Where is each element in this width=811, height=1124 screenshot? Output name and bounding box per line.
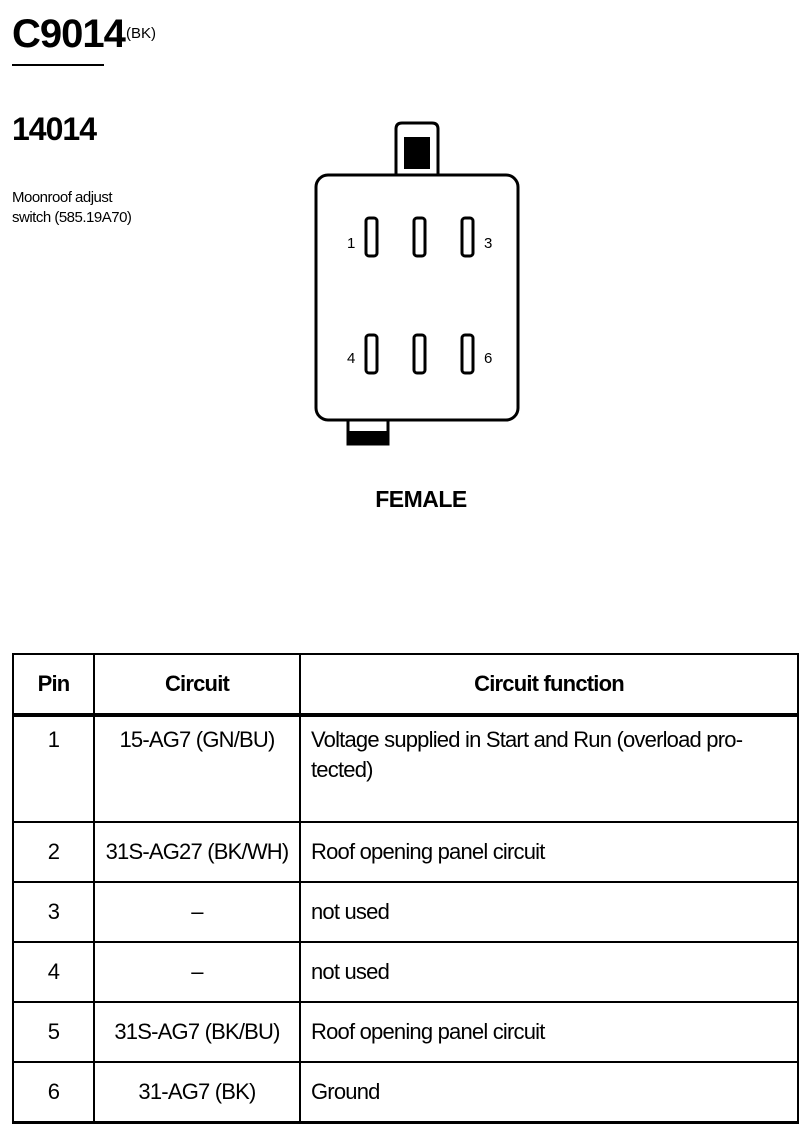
connector-gender: FEMALE: [375, 486, 467, 512]
circuit-code: –: [93, 941, 301, 1003]
connector-description: Moonroof adjust switch (585.19A70): [12, 188, 132, 228]
circuit-code: 31S-AG7 (BK/BU): [93, 1001, 301, 1063]
header-circuit: Circuit: [93, 653, 301, 717]
circuit-function: Ground: [299, 1061, 799, 1124]
circuit-function-line-2: tected): [311, 757, 373, 782]
table-row: 1 15-AG7 (GN/BU) Voltage supplied in Sta…: [12, 714, 799, 823]
pin-label-4: 4: [347, 350, 355, 367]
pin-number: 5: [12, 1001, 95, 1063]
circuit-code: 15-AG7 (GN/BU): [93, 714, 301, 823]
description-line-2: switch (585.19A70): [12, 209, 132, 226]
table-header-row: Pin Circuit Circuit function: [12, 653, 799, 717]
terminal-cavity-2: [412, 216, 427, 258]
pin-number: 2: [12, 821, 95, 883]
circuit-code: 31-AG7 (BK): [93, 1061, 301, 1124]
table-row: 6 31-AG7 (BK) Ground: [12, 1061, 799, 1124]
terminal-cavity-5: [412, 333, 427, 375]
circuit-function: not used: [299, 941, 799, 1003]
pin-label-6: 6: [484, 350, 492, 367]
header-pin: Pin: [12, 653, 95, 717]
table-row: 4 – not used: [12, 941, 799, 1003]
terminal-cavity-6: [460, 333, 475, 375]
pin-number: 4: [12, 941, 95, 1003]
pin-number: 6: [12, 1061, 95, 1124]
circuit-code: –: [93, 881, 301, 943]
table-row: 2 31S-AG27 (BK/WH) Roof opening panel ci…: [12, 821, 799, 883]
circuit-function: Voltage supplied in Start and Run (overl…: [299, 714, 799, 823]
connector-id: C9014: [12, 12, 126, 56]
circuit-function: Roof opening panel circuit: [299, 1001, 799, 1063]
locking-tab-latch: [404, 137, 430, 169]
table-row: 3 – not used: [12, 881, 799, 943]
circuit-code: 31S-AG27 (BK/WH): [93, 821, 301, 883]
terminal-cavity-3: [460, 216, 475, 258]
pin-number: 1: [12, 714, 95, 823]
circuit-function-line-1: Voltage supplied in Start and Run (overl…: [311, 727, 743, 752]
terminal-cavity-4: [364, 333, 379, 375]
circuit-function: not used: [299, 881, 799, 943]
connector-color: (BK): [126, 25, 156, 42]
connector-id-underline: [12, 64, 104, 66]
connector-body: [314, 173, 520, 422]
description-line-1: Moonroof adjust: [12, 189, 113, 206]
pin-number: 3: [12, 881, 95, 943]
connector-face-diagram: 1 3 4 6: [314, 121, 520, 446]
table-row: 5 31S-AG7 (BK/BU) Roof opening panel cir…: [12, 1001, 799, 1063]
terminal-cavity-1: [364, 216, 379, 258]
pinout-table: Pin Circuit Circuit function 1 15-AG7 (G…: [12, 653, 799, 1124]
part-number: 14014: [12, 111, 97, 147]
header-circuit-function: Circuit function: [299, 653, 799, 717]
circuit-function: Roof opening panel circuit: [299, 821, 799, 883]
pin-label-1: 1: [347, 235, 355, 252]
pin-label-3: 3: [484, 235, 492, 252]
